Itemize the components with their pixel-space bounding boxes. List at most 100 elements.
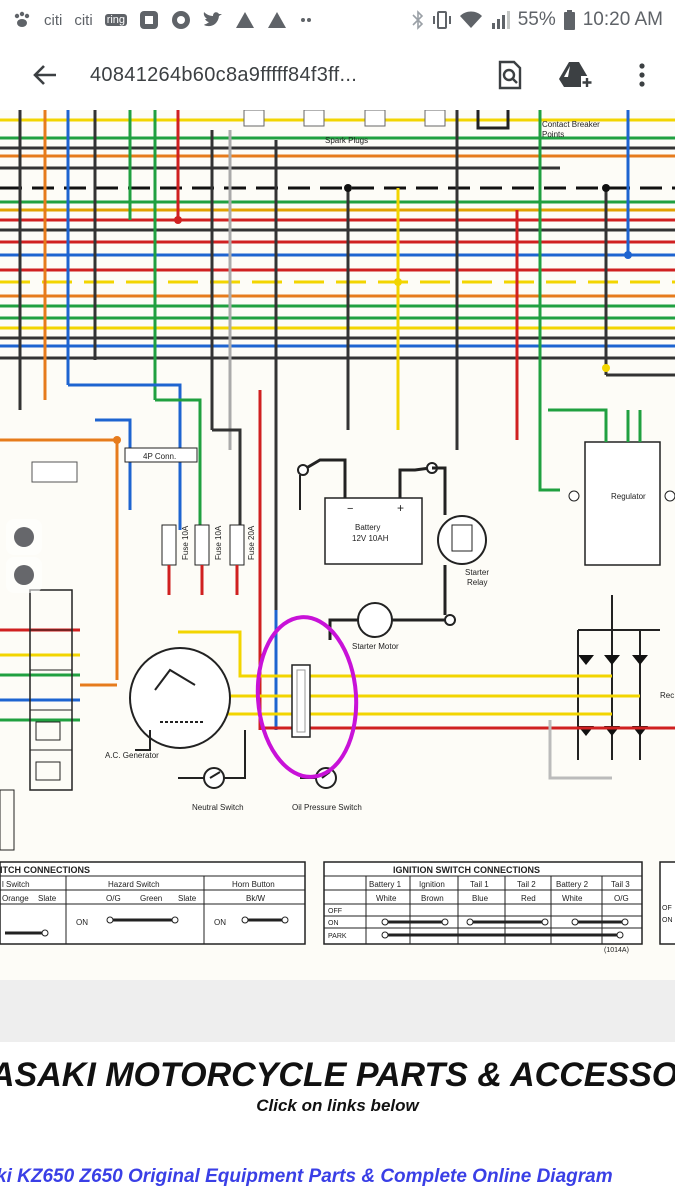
paw-icon xyxy=(14,11,30,27)
svg-text:Brown: Brown xyxy=(421,894,444,903)
parts-diagram-link[interactable]: ki KZ650 Z650 Original Equipment Parts &… xyxy=(0,1166,613,1187)
wire-bus xyxy=(0,118,675,360)
svg-text:Bk/W: Bk/W xyxy=(246,894,266,903)
chat-app-icon xyxy=(140,11,159,29)
svg-text:A.C. Generator: A.C. Generator xyxy=(105,751,159,760)
signal-icon xyxy=(491,11,510,29)
spark-plugs-label: Spark Plugs xyxy=(325,136,368,145)
vertical-wires xyxy=(18,110,630,610)
right-partial-table: OF ON xyxy=(659,861,675,945)
svg-text:OFF: OFF xyxy=(328,908,342,915)
svg-text:Starter: Starter xyxy=(465,568,489,577)
svg-text:Tail 1: Tail 1 xyxy=(470,880,489,889)
svg-text:12V 10AH: 12V 10AH xyxy=(352,534,389,543)
ac-generator: A.C. Generator xyxy=(105,647,231,760)
lower-left-wires xyxy=(0,383,278,730)
back-button[interactable] xyxy=(0,40,90,110)
camera-icon xyxy=(172,11,191,29)
svg-text:Battery: Battery xyxy=(355,523,380,532)
spark-plugs: Spark Plugs xyxy=(243,110,446,145)
contact-breaker: Contact Breaker Points xyxy=(476,110,600,139)
back-arrow-icon xyxy=(33,65,56,85)
circle-icon xyxy=(14,565,34,585)
website-subtext: Click on links below xyxy=(256,1096,419,1115)
svg-text:Oil Pressure Switch: Oil Pressure Switch xyxy=(292,803,362,812)
svg-text:4P Conn.: 4P Conn. xyxy=(143,452,176,461)
svg-text:ON: ON xyxy=(76,918,88,927)
system-icons: 55% 10:20 AM xyxy=(412,9,675,31)
image-viewer[interactable]: Spark Plugs Contact Breaker Points xyxy=(0,110,675,980)
search-in-document-button[interactable] xyxy=(477,40,543,110)
svg-text:Orange: Orange xyxy=(2,894,29,903)
svg-text:Contact Breaker: Contact Breaker xyxy=(542,120,600,129)
svg-text:Ignition: Ignition xyxy=(419,880,445,889)
svg-text:ON: ON xyxy=(214,918,226,927)
ignition-switch-table: IGNITION SWITCH CONNECTIONS Battery 1 Ig… xyxy=(323,861,643,954)
overlay-button[interactable] xyxy=(6,557,42,593)
starter-motor: Starter Motor xyxy=(328,602,445,651)
add-to-drive-button[interactable] xyxy=(543,40,609,110)
svg-text:Fuse 10A: Fuse 10A xyxy=(181,525,190,560)
document-title: 40841264b60c8a9fffff84f3ff... xyxy=(90,63,358,86)
generator-wires xyxy=(178,410,675,780)
svg-text:Rec: Rec xyxy=(660,691,674,700)
more-notifications-icon xyxy=(301,18,312,22)
neutral-switch: Neutral Switch xyxy=(178,730,246,812)
handlebar-switch-blocks xyxy=(0,589,73,851)
svg-text:l Switch: l Switch xyxy=(2,880,30,889)
starter-relay: Starter Relay xyxy=(432,466,489,626)
svg-text:Tail 2: Tail 2 xyxy=(517,880,536,889)
svg-text:Tail 3: Tail 3 xyxy=(611,880,630,889)
citi-app-icon: citi xyxy=(74,11,93,29)
add-to-drive-icon xyxy=(559,62,593,88)
status-bar: citi citi ring 55% 10:20 AM xyxy=(0,0,675,40)
citi-app-icon: citi xyxy=(44,11,63,29)
warning-icon xyxy=(236,12,255,28)
warning-icon xyxy=(268,12,287,28)
svg-text:Points: Points xyxy=(542,130,564,139)
fuse-block: 4P Conn. Fuse 10A Fuse 10A Fuse 20A xyxy=(124,447,256,595)
svg-text:Slate: Slate xyxy=(178,894,197,903)
bluetooth-icon xyxy=(412,10,423,30)
battery-icon xyxy=(563,10,575,30)
svg-text:PARK: PARK xyxy=(328,933,347,940)
website-headline: ASAKI MOTORCYCLE PARTS & ACCESSO xyxy=(0,1056,675,1094)
svg-text:ITCH CONNECTIONS: ITCH CONNECTIONS xyxy=(0,865,90,875)
more-options-button[interactable] xyxy=(609,40,675,110)
svg-text:Fuse 20A: Fuse 20A xyxy=(247,525,256,560)
annotation-circle xyxy=(255,615,359,779)
wifi-icon xyxy=(459,11,482,28)
svg-text:Fuse 10A: Fuse 10A xyxy=(214,525,223,560)
svg-text:Relay: Relay xyxy=(467,578,487,587)
svg-text:Slate: Slate xyxy=(38,894,57,903)
overlay-button[interactable] xyxy=(6,519,42,555)
svg-text:Neutral Switch: Neutral Switch xyxy=(192,803,244,812)
regulator: Regulator xyxy=(548,373,675,566)
svg-text:(1014A): (1014A) xyxy=(604,947,629,954)
svg-text:OF: OF xyxy=(662,905,672,912)
wiring-diagram: Spark Plugs Contact Breaker Points xyxy=(0,110,675,980)
svg-text:Hazard Switch: Hazard Switch xyxy=(108,880,160,889)
svg-text:+: + xyxy=(397,501,404,515)
svg-text:IGNITION SWITCH CONNECTIONS: IGNITION SWITCH CONNECTIONS xyxy=(393,865,540,875)
find-in-page-icon xyxy=(498,60,522,90)
svg-text:Horn Button: Horn Button xyxy=(232,880,275,889)
page-gap xyxy=(0,980,675,1042)
more-vert-icon xyxy=(639,63,645,87)
ring-app-icon: ring xyxy=(104,14,128,26)
svg-text:ON: ON xyxy=(328,920,339,927)
app-bar: 40841264b60c8a9fffff84f3ff... xyxy=(0,40,675,110)
svg-text:Green: Green xyxy=(140,894,162,903)
vibrate-icon xyxy=(432,11,451,29)
svg-text:−: − xyxy=(347,503,353,515)
svg-text:O/G: O/G xyxy=(106,894,121,903)
left-connections-table: ITCH CONNECTIONS l Switch Hazard Switch … xyxy=(0,861,306,945)
svg-text:Starter Motor: Starter Motor xyxy=(352,642,399,651)
svg-text:White: White xyxy=(562,894,583,903)
battery: − + Battery 12V 10AH xyxy=(297,458,438,565)
notification-icons: citi citi ring xyxy=(0,10,313,30)
website-section: ASAKI MOTORCYCLE PARTS & ACCESSO Click o… xyxy=(0,1042,675,1200)
svg-text:Red: Red xyxy=(521,894,536,903)
connector-box xyxy=(31,461,78,483)
svg-text:Battery 1: Battery 1 xyxy=(369,880,402,889)
